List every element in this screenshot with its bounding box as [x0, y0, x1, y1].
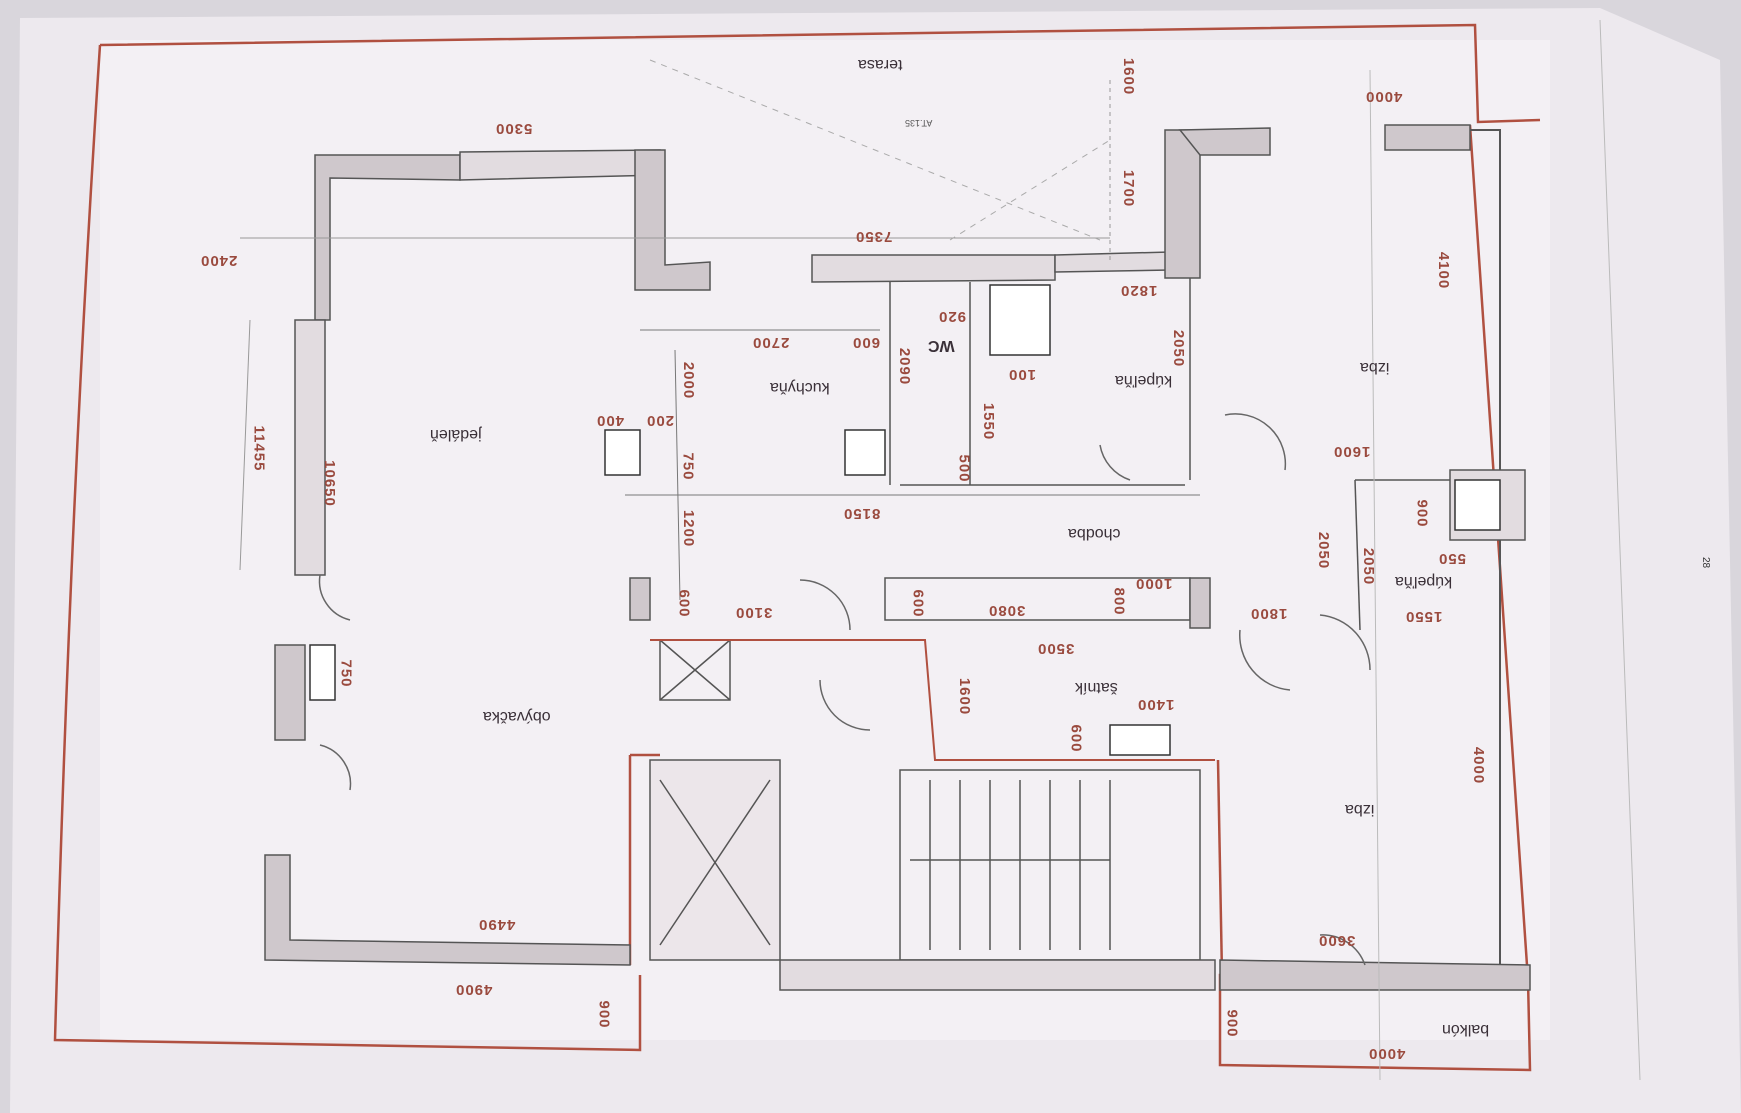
room-label-chodba: chodba	[1068, 525, 1121, 542]
dim-1550-a: 1550	[980, 402, 998, 441]
dim-1820: 1820	[1120, 282, 1158, 299]
dim-1600-a: 1600	[1120, 57, 1138, 96]
dim-2400: 2400	[200, 252, 238, 269]
dim-4000-mid: 4000	[1470, 746, 1488, 785]
room-label-kuchyna: kuchyňa	[770, 379, 830, 396]
dim-3500: 3500	[1037, 640, 1075, 657]
dim-2050-c: 2050	[1360, 547, 1378, 586]
room-label-jedalen: jedáleň	[430, 426, 482, 443]
dim-3600: 3600	[1318, 932, 1356, 949]
dim-500: 500	[955, 454, 973, 483]
dim-2000: 2000	[680, 361, 698, 400]
dim-4490: 4490	[478, 916, 516, 933]
dim-400: 400	[596, 412, 625, 429]
room-label-terasa: terasa	[858, 56, 903, 73]
property-boundary	[53, 23, 1541, 1072]
room-label-kupelna-top: kúpeľňa	[1115, 372, 1173, 389]
room-label-wc: WC	[928, 337, 955, 354]
room-label-satnik: šatník	[1075, 679, 1118, 696]
room-label-kupelna-right: kúpeľňa	[1395, 573, 1453, 590]
dim-100: 100	[1008, 366, 1037, 383]
dim-4000-top: 4000	[1365, 88, 1403, 105]
wall-fill	[100, 40, 1550, 1040]
dim-550: 550	[1438, 550, 1467, 567]
reference-lines	[1369, 19, 1641, 1081]
dim-750-a: 750	[679, 452, 697, 481]
room-label-izba-bottom: izba	[1345, 801, 1375, 818]
dim-600-d: 600	[1067, 724, 1085, 753]
dim-3100: 3100	[735, 604, 773, 621]
dim-1600-b: 1600	[1333, 443, 1371, 460]
dim-1200: 1200	[680, 509, 698, 548]
dim-600-a: 600	[852, 334, 881, 351]
dim-600-b: 600	[675, 589, 693, 618]
dim-1600-c: 1600	[956, 677, 974, 716]
dim-750-b: 750	[337, 659, 355, 688]
room-label-izba-top: izba	[1360, 359, 1390, 376]
dim-2050-b: 2050	[1315, 531, 1333, 570]
walls	[239, 59, 1531, 991]
dim-7350: 7350	[855, 228, 893, 245]
dim-2050-a: 2050	[1170, 329, 1188, 368]
room-label-obyvacka: obývačka	[483, 708, 551, 725]
dim-5300: 5300	[495, 120, 533, 137]
dim-1550-b: 1550	[1405, 608, 1443, 625]
level-marker: AT.135	[905, 118, 933, 128]
dim-900-b: 900	[595, 1000, 613, 1029]
dim-11455: 11455	[250, 425, 268, 472]
dim-1700: 1700	[1120, 169, 1138, 208]
dim-1000: 1000	[1135, 575, 1173, 592]
dim-3080: 3080	[988, 602, 1026, 619]
dim-2700: 2700	[752, 334, 790, 351]
dim-800: 800	[1110, 587, 1128, 616]
dim-920: 920	[938, 308, 967, 325]
dim-4900: 4900	[455, 981, 493, 998]
dim-2090: 2090	[896, 347, 914, 386]
dim-1400: 1400	[1137, 696, 1175, 713]
dim-4100: 4100	[1435, 251, 1453, 290]
dim-8150: 8150	[843, 505, 881, 522]
page-number: 28	[1700, 556, 1712, 569]
dim-900-c: 900	[1223, 1009, 1241, 1038]
dim-200: 200	[646, 412, 675, 429]
dim-1800: 1800	[1250, 605, 1288, 622]
dim-900-a: 900	[1413, 499, 1431, 528]
dim-600-c: 600	[909, 589, 927, 618]
dim-4000-bot: 4000	[1368, 1045, 1406, 1062]
dim-10650: 10650	[320, 460, 338, 507]
room-label-balkon: balkón	[1442, 1021, 1490, 1038]
